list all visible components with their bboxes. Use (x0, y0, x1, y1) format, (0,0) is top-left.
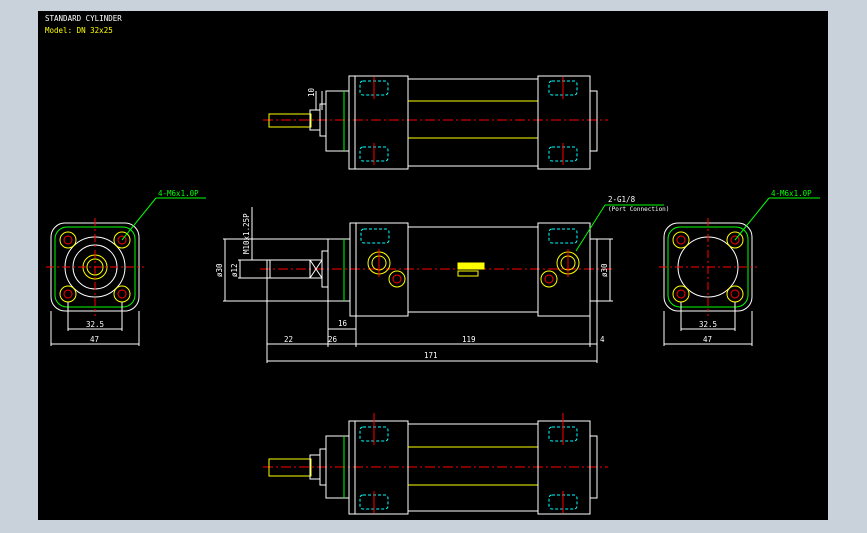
dim-width-left: 47 (90, 335, 99, 344)
thread-note-left: 4-M6x1.0P (158, 189, 199, 198)
dim-4: 4 (600, 335, 605, 344)
dim-pitch-left: 32.5 (86, 320, 104, 329)
model-label: Model: DN 32x25 (45, 26, 113, 35)
right-end-view: 4-M6x1.0P 32.5 47 (659, 189, 820, 346)
dim-16: 16 (338, 319, 348, 328)
dim-pitch-right: 32.5 (699, 320, 717, 329)
front-view: 2-G1/8 (Port Connection) ø30 ø12 M10x1.2… (215, 195, 669, 363)
dim-front-dia: ø30 (215, 263, 224, 277)
cad-drawing-frame: STANDARD CYLINDER Model: DN 32x25 (38, 11, 828, 520)
dim-rear-dia: ø30 (600, 263, 609, 277)
dim-rod-dia: ø12 (230, 263, 239, 277)
dim-119: 119 (462, 335, 476, 344)
top-view: 10 (263, 75, 608, 170)
port-label: 2-G1/8 (608, 195, 636, 204)
cylinder-drawing: STANDARD CYLINDER Model: DN 32x25 (45, 14, 820, 515)
dim-26: 26 (328, 335, 338, 344)
thread-note-right: 4-M6x1.0P (771, 189, 812, 198)
dim-width-right: 47 (703, 335, 712, 344)
dim-171: 171 (424, 351, 438, 360)
dim-top-ten: 10 (307, 87, 316, 97)
drawing-title: STANDARD CYLINDER (45, 14, 122, 23)
bottom-view (263, 413, 608, 515)
left-end-view: 4-M6x1.0P 32.5 47 (46, 189, 206, 346)
dim-22: 22 (284, 335, 293, 344)
port-note: (Port Connection) (608, 206, 669, 213)
dim-rod-thread: M10x1.25P (242, 213, 251, 254)
